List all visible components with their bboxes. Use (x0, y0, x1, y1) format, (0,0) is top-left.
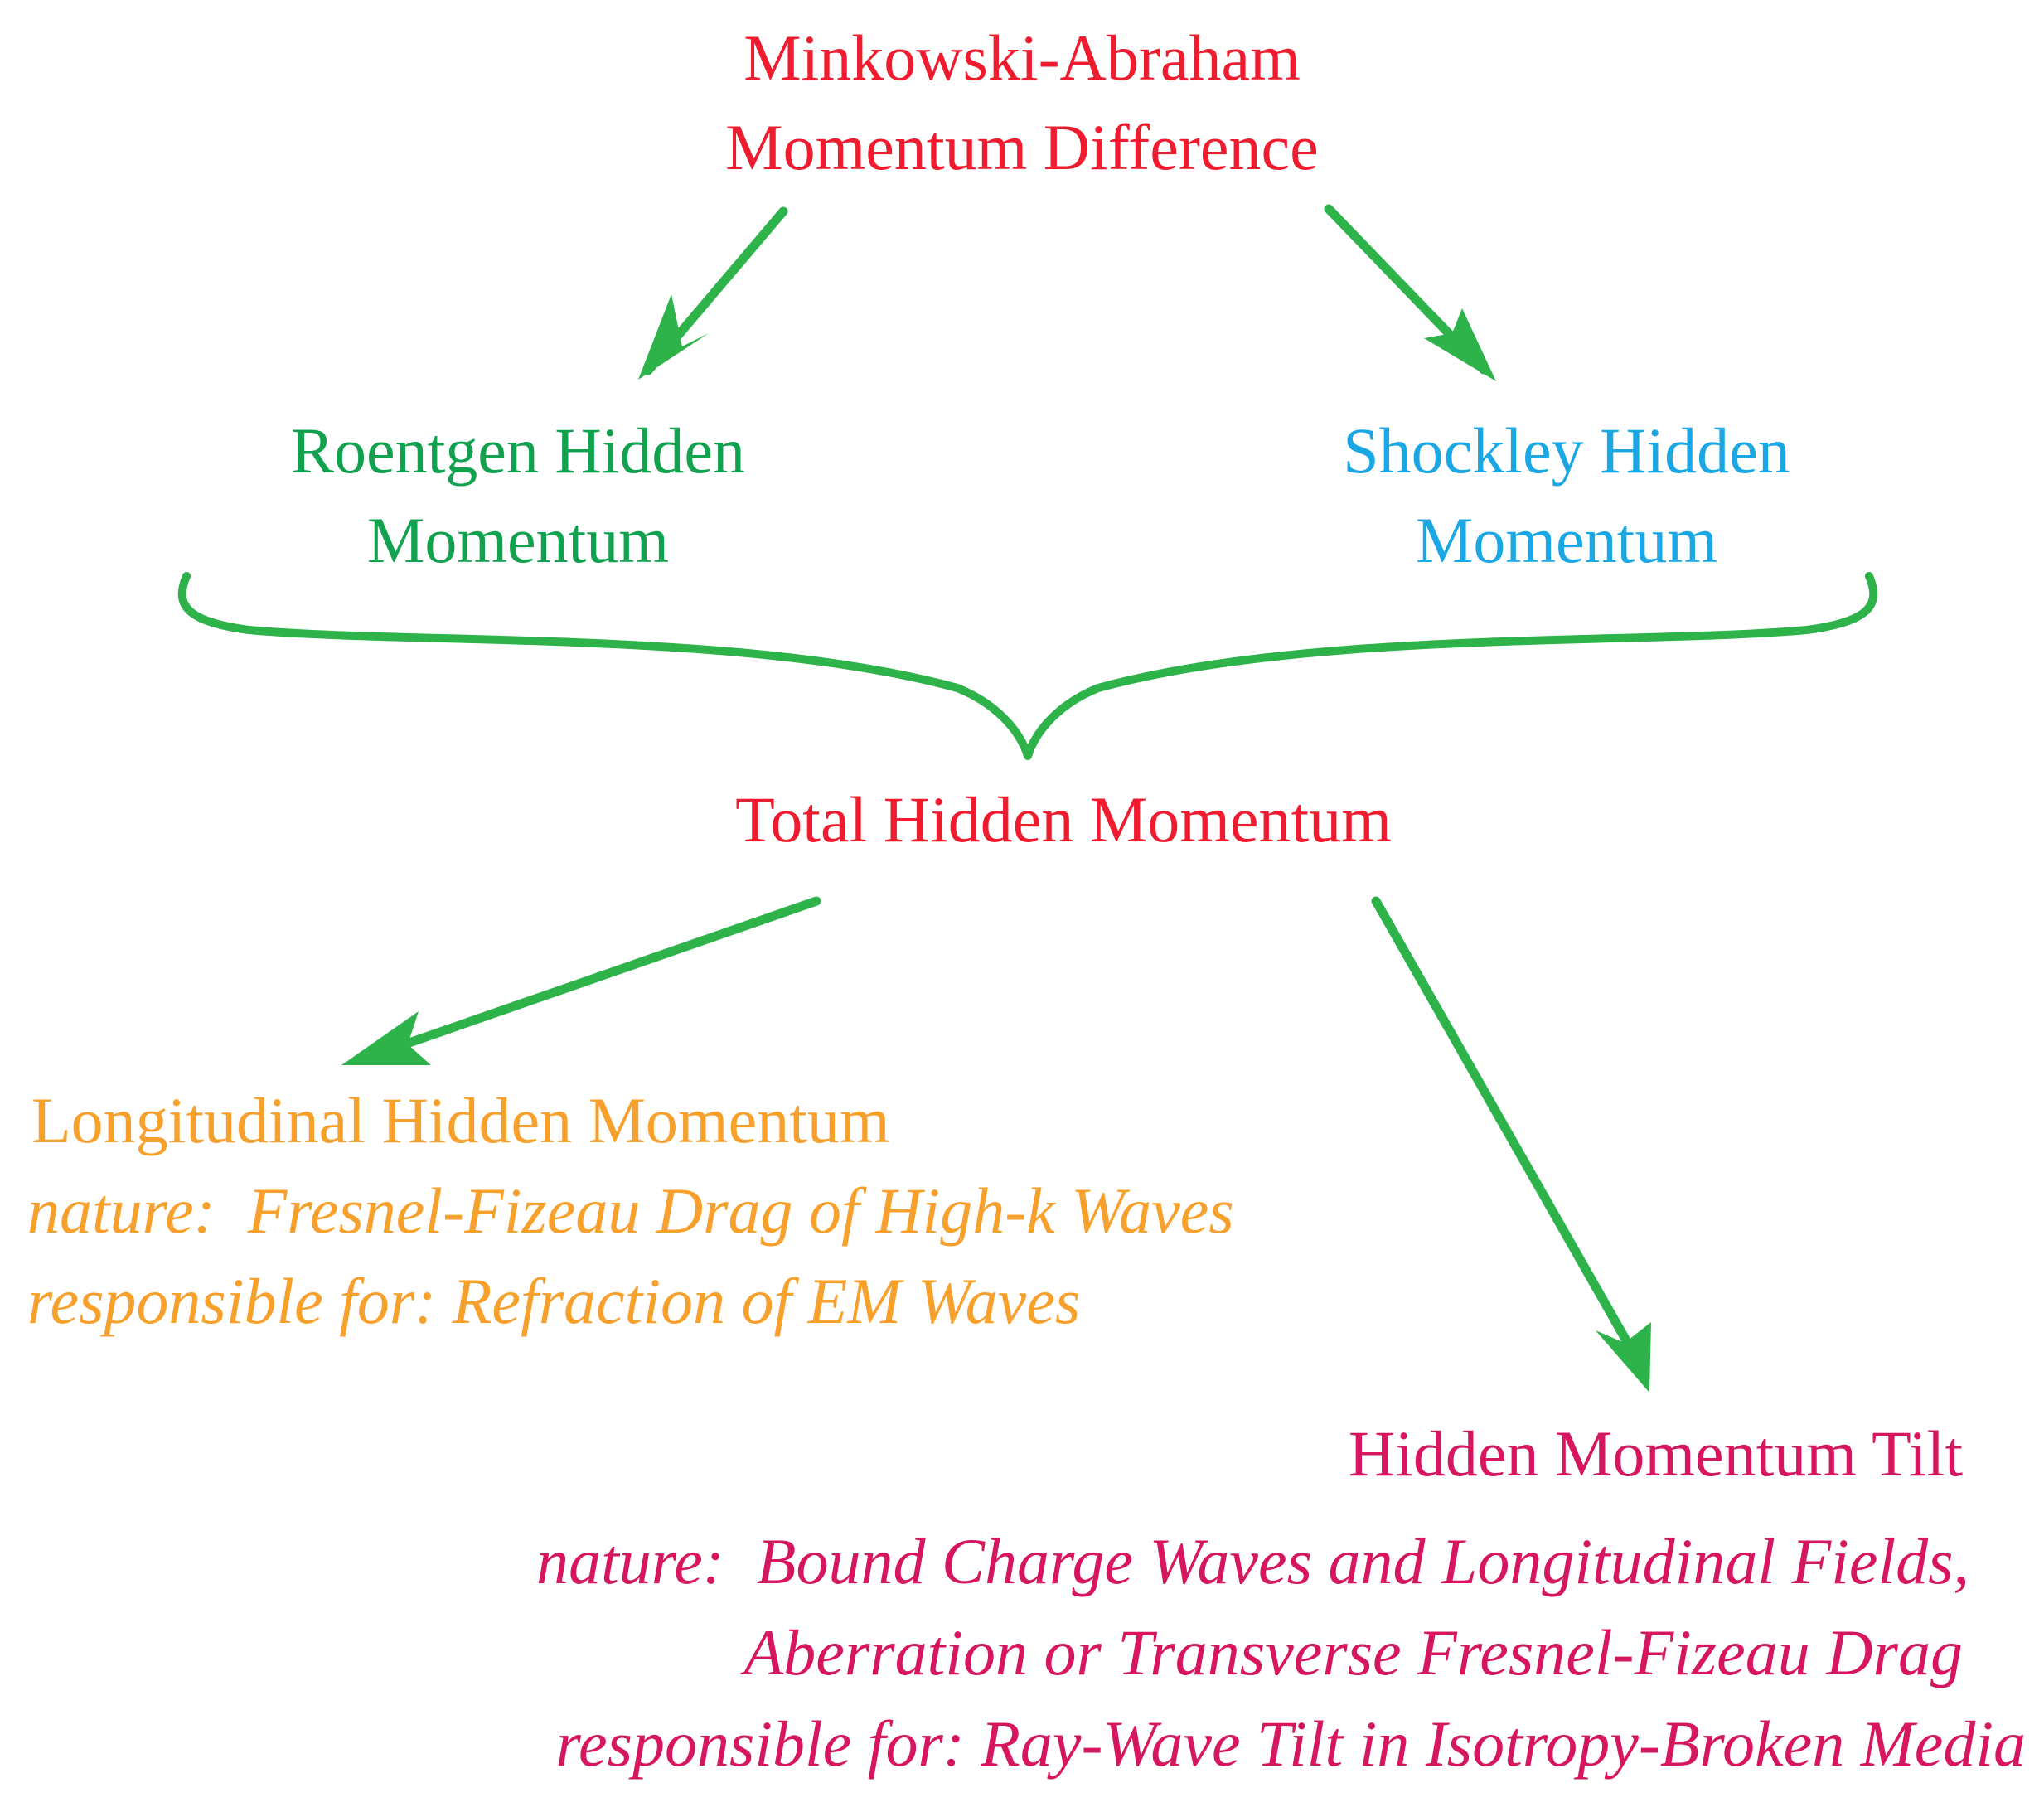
tilt-title: Hidden Momentum Tilt (1348, 1417, 1963, 1490)
arrow-total-to-tilt (1371, 896, 1651, 1393)
tilt-nature-line-1: nature: Bound Charge Waves and Longitudi… (536, 1525, 1969, 1597)
total-node: Total Hidden Momentum (735, 783, 1392, 855)
longitudinal-responsible: responsible for: Refraction of EM Waves (27, 1265, 1081, 1337)
arrow-total-to-longitudinal (341, 896, 821, 1065)
longitudinal-nature: nature: Fresnel-Fizeau Drag of High-k Wa… (27, 1175, 1234, 1247)
top-node-line-2: Momentum Difference (725, 111, 1319, 183)
shockley-node-line-1: Shockley Hidden (1343, 414, 1790, 487)
arrow-top-to-shockley (1324, 204, 1496, 381)
roentgen-node-line-2: Momentum (367, 504, 669, 576)
longitudinal-title: Longitudinal Hidden Momentum (31, 1084, 890, 1156)
arrow-top-to-roentgen (638, 206, 788, 380)
tilt-nature-line-2: Aberration or Transverse Fresnel-Fizeau … (743, 1616, 1963, 1688)
tilt-responsible: responsible for: Ray-Wave Tilt in Isotro… (555, 1708, 2026, 1780)
shockley-node-line-2: Momentum (1416, 504, 1717, 576)
roentgen-node-line-1: Roentgen Hidden (290, 414, 746, 487)
top-node-line-1: Minkowski-Abraham (743, 22, 1301, 94)
brace (177, 572, 1878, 760)
